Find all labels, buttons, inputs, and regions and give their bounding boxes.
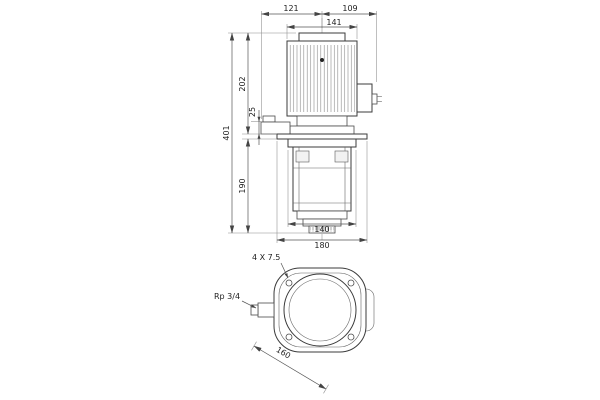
dim-190: 190 [238,138,251,234]
dim-180-label: 180 [314,241,329,250]
pump-sleeve-circle [283,273,357,347]
motor [286,32,382,117]
pump-inner-circle [288,278,352,342]
bolt-hole [285,279,293,287]
chamber-top-flange [287,138,357,148]
holes-callout: 4 X 7.5 [252,253,289,279]
dim-25-label: 25 [248,107,257,117]
motor-eyebolt-dot [320,58,324,62]
stool-base [289,125,355,135]
cable-gland [371,93,378,105]
terminal-box [356,83,373,113]
bolt-hole [347,333,355,341]
ejector-detail [295,150,310,163]
dim-190-label: 190 [238,178,247,193]
dim-109-label: 109 [342,4,357,13]
plan-view: 4 X 7.5 Rp 3/4 160 [214,253,375,394]
port-callout-label: Rp 3/4 [214,292,240,301]
dim-141-label: 141 [326,18,341,27]
motor-top-cap [298,32,346,42]
terminal-box-projection [356,288,375,332]
dim-140: 140 [287,221,357,234]
bolt-hole [285,333,293,341]
dim-401: 401 [222,32,235,234]
side-bracket [260,121,291,135]
motor-cooling-fins [289,45,355,112]
mounting-plate [276,133,368,140]
dim-202-label: 202 [238,76,247,91]
dim-401-label: 401 [222,125,231,140]
pump-body [287,138,357,234]
ejector-detail [334,150,349,163]
strainer-slots [310,227,334,232]
priming-plug [262,115,276,123]
dim-121: 121 [261,4,323,17]
dim-25: 25 [248,107,261,145]
dim-202: 202 [238,32,251,135]
dim-180: 180 [276,237,368,250]
bolt-hole [347,279,355,287]
extension-lines [228,11,377,243]
bolt-holes [285,279,355,341]
port-neck [257,302,275,318]
dim-109: 109 [321,4,377,17]
motor-stool [260,115,355,135]
dim-121-label: 121 [283,4,298,13]
holes-callout-label: 4 X 7.5 [252,253,280,262]
dim-141: 141 [286,18,358,30]
coupling-housing [296,115,348,127]
dim-140-label: 140 [314,225,329,234]
suction-port [250,302,275,318]
port-callout: Rp 3/4 [214,292,257,309]
elevation-view: 121 109 141 401 202 25 190 [222,4,382,250]
bottom-cap [296,210,348,220]
port-cap [250,304,259,316]
